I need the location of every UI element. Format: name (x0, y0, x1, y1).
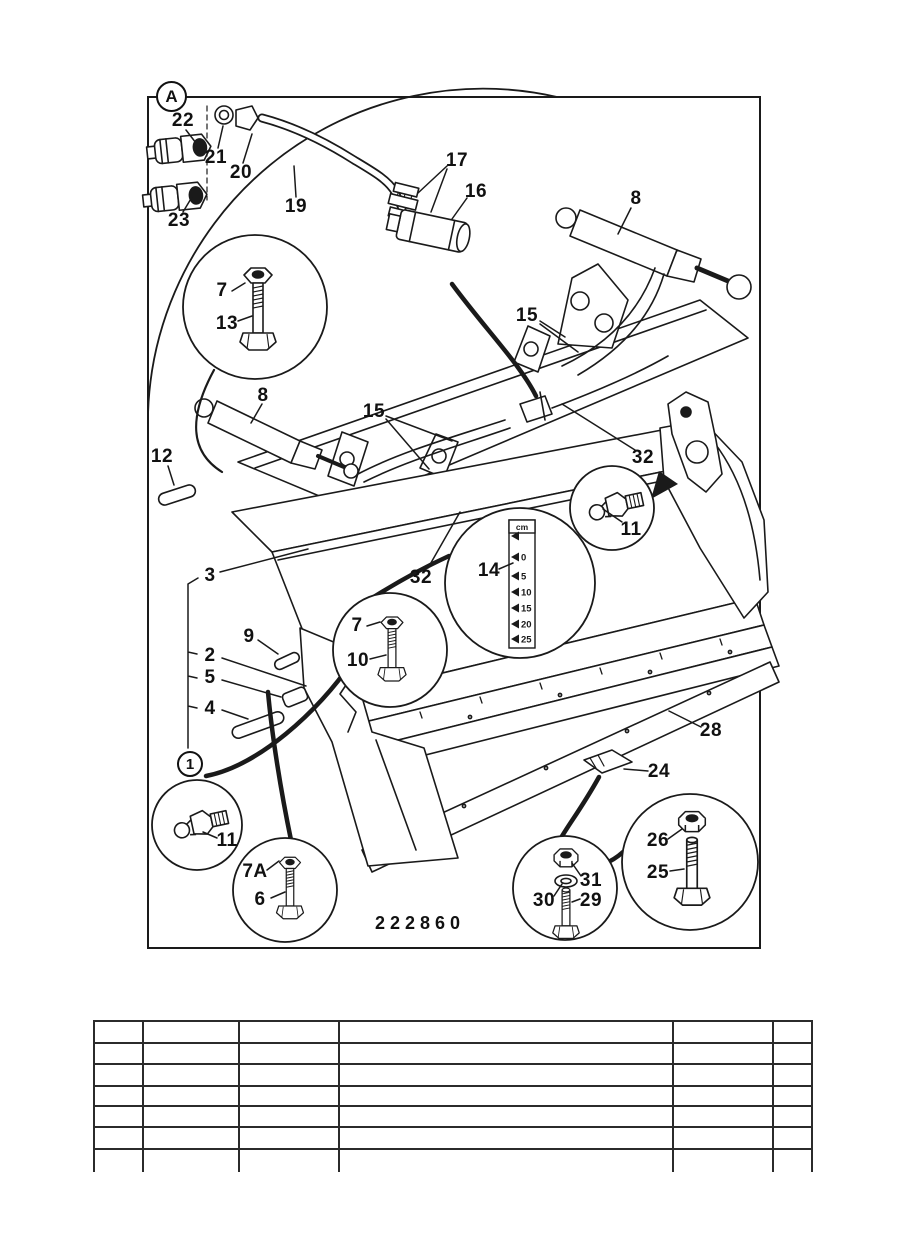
callout-label-5: 5 (204, 667, 216, 688)
ruler-14: cm 0 5 10 15 20 25 (508, 519, 536, 649)
ruler-tick-value: 20 (521, 620, 532, 631)
detail-a-boundary-arc (147, 87, 558, 433)
ruler-tick-marker (511, 634, 519, 644)
coupling-22-icon (145, 132, 214, 167)
callout-label-10: 10 (346, 650, 370, 671)
parts-table-row-line (93, 1042, 813, 1044)
callout-label-32: 32 (631, 447, 655, 468)
callout-label-14: 14 (477, 560, 501, 581)
parts-table-row-line (93, 1126, 813, 1128)
parts-table-row-line (93, 1063, 813, 1065)
ruler-tick-marker (511, 619, 519, 629)
callout-label-15: 15 (362, 401, 386, 422)
parts-table (93, 1020, 813, 1172)
callout-label-25: 25 (646, 862, 670, 883)
callout-label-22: 22 (171, 110, 195, 131)
callout-label-28: 28 (699, 720, 723, 741)
callout-label-19: 19 (284, 196, 308, 217)
parts-table-row-line (93, 1020, 813, 1022)
callout-label-12: 12 (150, 446, 174, 467)
detail-circles (151, 234, 759, 943)
ruler-ticks: 0 5 10 15 20 25 (511, 531, 532, 646)
callout-label-20: 20 (229, 162, 253, 183)
callout-label-13: 13 (215, 313, 239, 334)
detail-pointer-arrow (651, 471, 678, 499)
parts-table-row-line (93, 1085, 813, 1087)
callout-label-15: 15 (515, 305, 539, 326)
ruler-unit-label: cm (516, 522, 529, 532)
ruler-tick-marker (511, 603, 519, 613)
group-bracket-line (187, 577, 199, 749)
ruler-tick-value: 0 (521, 553, 526, 564)
parts-table-column-line (142, 1020, 144, 1172)
callout-label-7: 7 (351, 615, 363, 636)
parts-table-row-line (93, 1148, 813, 1150)
parts-table-row-line (93, 1105, 813, 1107)
callout-label-9: 9 (243, 626, 255, 647)
hose-and-couplings-art (141, 105, 471, 253)
callout-label-24: 24 (647, 761, 671, 782)
callout-label-23: 23 (167, 210, 191, 231)
ruler-tick-marker (511, 531, 519, 541)
ruler-tick-marker (511, 587, 519, 597)
callout-label-2: 2 (204, 645, 216, 666)
callout-label-17: 17 (445, 150, 469, 171)
ruler-tick-value: 5 (521, 572, 527, 583)
parts-table-column-line (93, 1020, 95, 1172)
valve-16-icon (385, 209, 471, 253)
callout-label-31: 31 (579, 870, 603, 891)
ruler-tick-value: 25 (521, 635, 532, 646)
callout-label-4: 4 (204, 698, 216, 719)
detail-view-marker: A (156, 81, 187, 112)
callout-label-8: 8 (257, 385, 269, 406)
parts-table-column-line (811, 1020, 813, 1172)
callout-label-32: 32 (409, 567, 433, 588)
parts-table-column-line (772, 1020, 774, 1172)
parts-table-column-line (672, 1020, 674, 1172)
callout-label-21: 21 (204, 147, 228, 168)
drawing-number: 222860 (374, 913, 466, 933)
ruler-tick-marker (511, 571, 519, 581)
callout-label-29: 29 (579, 890, 603, 911)
parts-table-column-line (338, 1020, 340, 1172)
callout-label-3: 3 (204, 565, 216, 586)
group-item-circle: 1 (177, 751, 203, 777)
fittings-17-icon (387, 181, 420, 222)
callout-label-7: 7 (216, 280, 228, 301)
callout-label-16: 16 (464, 181, 488, 202)
callout-label-6: 6 (254, 889, 266, 910)
ruler-tick-value: 15 (521, 604, 532, 615)
callout-label-7A: 7A (242, 861, 268, 882)
callout-label-11: 11 (216, 830, 238, 851)
nut-31-icon (553, 848, 579, 868)
ruler-tick-marker (511, 552, 519, 562)
callout-label-30: 30 (532, 890, 556, 911)
callout-leader-lines (167, 125, 702, 903)
parts-table-column-line (238, 1020, 240, 1172)
nut-26-icon (677, 810, 707, 833)
ruler-tick-value: 10 (521, 588, 532, 599)
washer-30-icon (554, 874, 578, 888)
callout-label-8: 8 (630, 188, 642, 209)
callout-label-11: 11 (620, 519, 642, 540)
hose-19 (257, 113, 407, 213)
callout-label-26: 26 (646, 830, 670, 851)
